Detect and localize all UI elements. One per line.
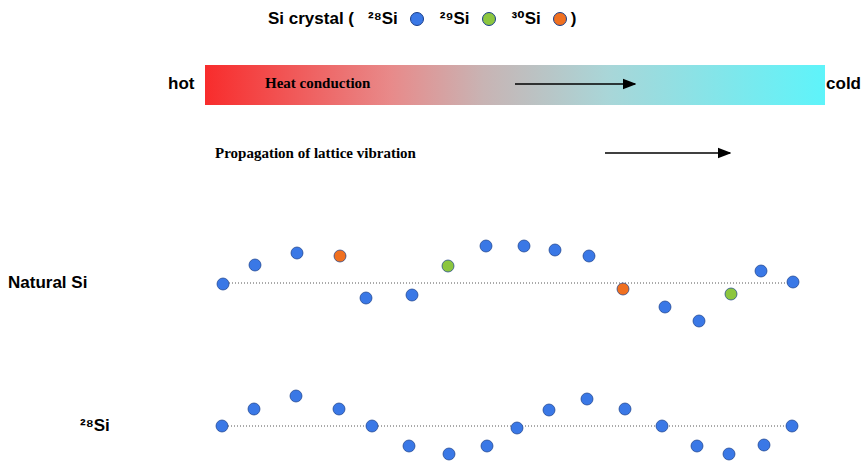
atom-dot — [581, 393, 593, 405]
equilibrium-line — [222, 426, 792, 427]
atom-dot — [366, 420, 378, 432]
atom-dot — [723, 448, 735, 460]
atom-dot — [480, 240, 492, 252]
atom-dot — [656, 420, 668, 432]
bar-label: Heat conduction — [265, 75, 370, 92]
natural-si-atoms — [217, 240, 799, 327]
atom-dot — [549, 244, 561, 256]
propagation-arrow — [605, 152, 730, 154]
atom-dot — [291, 247, 303, 259]
heat-arrow — [515, 83, 635, 85]
atom-dot — [693, 315, 705, 327]
legend-text: ³⁰Si — [512, 8, 541, 29]
atom-dot — [543, 404, 555, 416]
atom-dot — [518, 240, 530, 252]
row-label: ²⁸Si — [80, 416, 110, 436]
atom-dot — [403, 440, 415, 452]
atom-dot — [360, 292, 372, 304]
atom-dot — [248, 403, 260, 415]
legend-swatch — [410, 12, 424, 26]
atom-dot — [290, 390, 302, 402]
atom-dot — [619, 403, 631, 415]
atom-dot — [249, 259, 261, 271]
atom-dot — [442, 260, 454, 272]
atom-dot — [758, 439, 770, 451]
atom-dot — [217, 278, 229, 290]
legend-text: ²⁸Si — [368, 9, 398, 29]
atom-dot — [617, 283, 629, 295]
end-label: cold — [826, 74, 861, 94]
legend-row: Si crystal ( ²⁸Si ²⁹Si ³⁰Si) — [268, 8, 576, 29]
atom-dot — [443, 448, 455, 460]
equilibrium-line — [223, 283, 793, 284]
legend-swatch — [553, 12, 567, 26]
atom-dot — [755, 265, 767, 277]
si28-atoms — [216, 390, 798, 460]
atom-dot — [216, 420, 228, 432]
caption-label: Si crystal ( — [268, 9, 354, 29]
row-label: Natural Si — [8, 273, 87, 293]
heat-bar: Heat conduction — [205, 65, 825, 105]
atom-dot — [583, 250, 595, 262]
atom-dot — [659, 301, 671, 313]
legend-swatch — [482, 12, 496, 26]
atom-dot — [406, 289, 418, 301]
caption-label: ) — [571, 9, 577, 29]
atom-dot — [786, 420, 798, 432]
atom-dot — [481, 440, 493, 452]
end-label: hot — [168, 74, 194, 94]
atom-dot — [334, 250, 346, 262]
atom-dot — [691, 440, 703, 452]
arrow-label: Propagation of lattice vibration — [215, 145, 416, 162]
legend-text: ²⁹Si — [440, 9, 470, 29]
atom-dot — [333, 403, 345, 415]
atom-dot — [787, 276, 799, 288]
atom-dot — [725, 288, 737, 300]
atom-dot — [511, 422, 523, 434]
